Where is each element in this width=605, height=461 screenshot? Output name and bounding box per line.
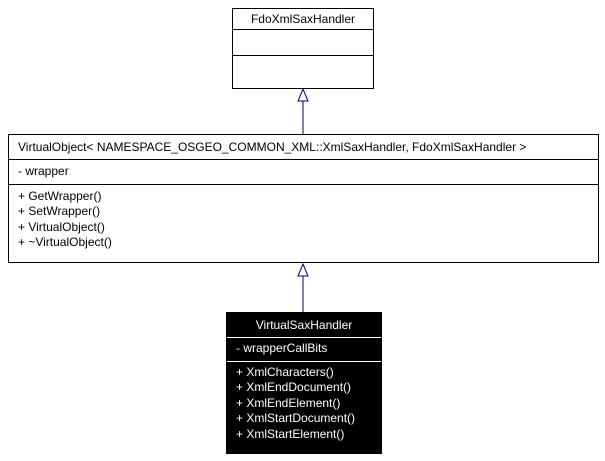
class-name: VirtualSaxHandler — [255, 318, 353, 332]
method-xmlenddocument: + XmlEndDocument() — [236, 380, 352, 394]
class-fdoxmlsaxhandler[interactable]: FdoXmlSaxHandler — [232, 8, 374, 89]
method-xmlcharacters: + XmlCharacters() — [236, 364, 334, 379]
class-virtualsaxhandler[interactable]: VirtualSaxHandler - wrapperCallBits + Xm… — [226, 312, 382, 454]
attributes-section — [233, 29, 373, 55]
method-destructor: + ~VirtualObject() — [18, 235, 112, 249]
methods-section: + XmlCharacters() + XmlEndDocument() + X… — [227, 360, 381, 444]
inheritance-arrowhead — [297, 87, 309, 102]
method-getwrapper: + GetWrapper() — [18, 188, 102, 203]
attribute-wrappercallbits: - wrapperCallBits — [236, 341, 328, 355]
method-setwrapper: + SetWrapper() — [18, 204, 101, 218]
methods-section — [233, 55, 373, 81]
inheritance-arrowhead — [297, 262, 309, 277]
attribute-wrapper: - wrapper — [18, 164, 69, 178]
inheritance-arrow-derived-to-template — [297, 262, 309, 312]
method-xmlstartelement: + XmlStartElement() — [236, 426, 345, 441]
method-virtualobject: + VirtualObject() — [18, 219, 105, 234]
attributes-section: - wrapperCallBits — [227, 337, 381, 361]
methods-section: + GetWrapper() + SetWrapper() + VirtualO… — [9, 183, 598, 252]
class-name: VirtualObject< NAMESPACE_OSGEO_COMMON_XM… — [18, 140, 527, 154]
method-xmlstartdocument: + XmlStartDocument() — [236, 411, 356, 425]
attributes-section: - wrapper — [9, 159, 598, 184]
class-virtualobject[interactable]: VirtualObject< NAMESPACE_OSGEO_COMMON_XM… — [8, 134, 599, 263]
inheritance-arrow-template-to-base — [297, 87, 309, 134]
method-xmlendelement: + XmlEndElement() — [236, 395, 341, 410]
class-name: FdoXmlSaxHandler — [250, 12, 356, 26]
